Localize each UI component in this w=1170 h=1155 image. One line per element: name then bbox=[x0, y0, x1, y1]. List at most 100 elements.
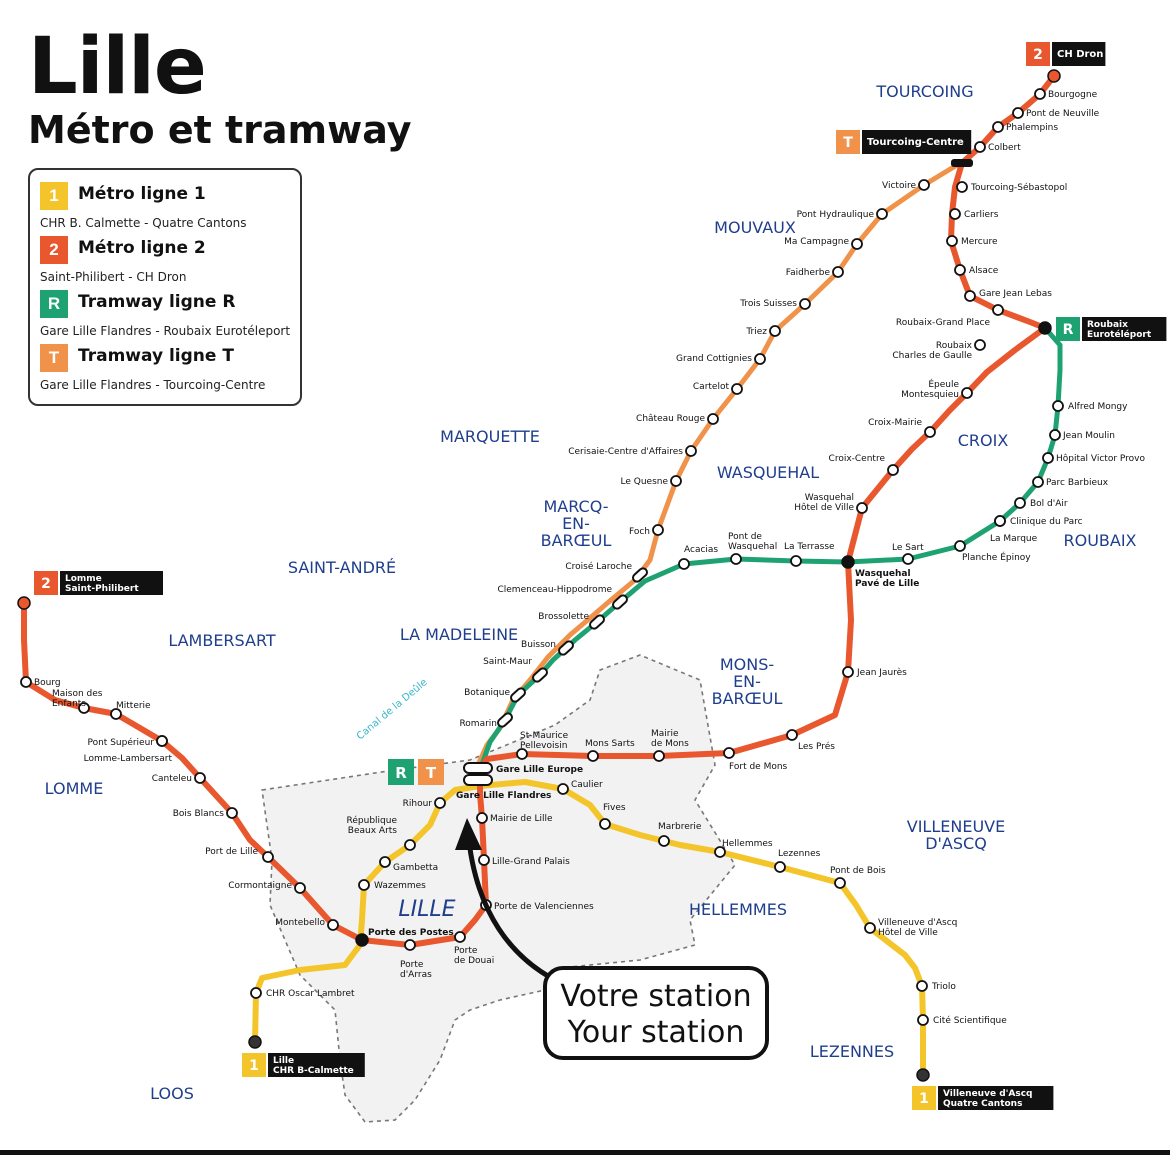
station-marbrerie-label: Marbrerie bbox=[658, 822, 702, 832]
station-ma-campagne-label: Ma Campagne bbox=[784, 237, 849, 247]
station-bourg-label: Bourg bbox=[34, 678, 61, 688]
station-fives-label: Fives bbox=[603, 803, 626, 813]
district-lezennes: LEZENNES bbox=[810, 1042, 894, 1061]
station-lille-grand-palais-marker bbox=[478, 854, 490, 866]
station-gambetta-marker bbox=[379, 856, 391, 868]
station-wasquehal-pave-de-lille-marker bbox=[841, 555, 855, 569]
station-tourcoing-centre-marker bbox=[951, 159, 973, 167]
station-colbert-label: Colbert bbox=[988, 143, 1021, 153]
line1-badge: 1 bbox=[40, 182, 68, 210]
station-parc-barbieux-marker bbox=[1032, 476, 1044, 488]
station-cerisaie-centre-d-affaires-marker bbox=[685, 445, 697, 457]
station-pont-de-neuville-label: Pont de Neuville bbox=[1026, 109, 1100, 119]
rt-badge-r bbox=[388, 759, 414, 785]
station-triez-label: Triez bbox=[745, 327, 767, 337]
station-mairie-de-lille-label: Mairie de Lille bbox=[490, 814, 553, 824]
station-botanique-label: Botanique bbox=[464, 688, 510, 698]
lille-city-area bbox=[261, 654, 736, 1123]
station-bourgogne-marker bbox=[1034, 88, 1046, 100]
station-buisson-label: Buisson bbox=[521, 640, 556, 650]
station-chr-oscar-lambret-label: CHR Oscar Lambret bbox=[266, 989, 355, 999]
station-lezennes-label: Lezennes bbox=[778, 849, 821, 859]
station-hopital-victor-provo-marker bbox=[1042, 452, 1054, 464]
station-clinique-du-parc-marker bbox=[994, 515, 1006, 527]
station-rihour-marker bbox=[434, 797, 446, 809]
station-les-pres-label: Les Prés bbox=[798, 741, 835, 752]
station-fort-de-mons-label: Fort de Mons bbox=[729, 762, 788, 772]
station-le-sart-marker bbox=[902, 553, 914, 565]
station-gare-lille-europe-marker bbox=[463, 762, 493, 774]
station-le-sart-label: Le Sart bbox=[892, 543, 924, 553]
legend-lineT-name: Tramway ligne T bbox=[78, 346, 234, 366]
legend-line1-name: Métro ligne 1 bbox=[78, 184, 206, 204]
station-marbrerie-marker bbox=[658, 835, 670, 847]
station-port-de-lille-label: Port de Lille bbox=[205, 847, 258, 857]
station-croix-centre-marker bbox=[887, 464, 899, 476]
station-les-pres-marker bbox=[786, 729, 798, 741]
legend-lineT-route: Gare Lille Flandres - Tourcoing-Centre bbox=[40, 378, 266, 392]
district-lambersart: LAMBERSART bbox=[168, 631, 276, 650]
district-hellemmes: HELLEMMES bbox=[689, 900, 787, 919]
station-lomme-lambersart-label: Lomme-Lambersart bbox=[84, 754, 173, 764]
station-roubaix-euroteleport-marker bbox=[1038, 321, 1052, 335]
station-villeneuve-d-ascq-quatre-cantons-marker bbox=[916, 1068, 930, 1082]
district-mons-en-bar-ul: MONS-EN-BARŒUL bbox=[712, 655, 783, 708]
station-lomme-saint-philibert-marker bbox=[17, 596, 31, 610]
line2-badge: 2 bbox=[40, 236, 68, 264]
station-parc-barbieux-label: Parc Barbieux bbox=[1046, 478, 1109, 488]
station-jean-jaures-marker bbox=[842, 666, 854, 678]
station-canteleu-label: Canteleu bbox=[152, 774, 192, 784]
terminal-tourcoing-centre-text: Tourcoing-Centre bbox=[867, 137, 964, 148]
station-porte-de-valenciennes-label: Porte de Valenciennes bbox=[494, 902, 594, 912]
legend-lineR-route: Gare Lille Flandres - Roubaix Eurotélepo… bbox=[40, 324, 291, 338]
station-chr-oscar-lambret-marker bbox=[250, 987, 262, 999]
rt-badge-t bbox=[418, 759, 444, 785]
station-cerisaie-centre-d-affaires-label: Cerisaie-Centre d'Affaires bbox=[568, 447, 683, 457]
station-porte-des-postes-marker bbox=[355, 933, 369, 947]
station-croise-laroche-marker bbox=[632, 567, 648, 583]
rt-badge-text-t: T bbox=[426, 764, 437, 782]
station-cite-scientifique-marker bbox=[917, 1014, 929, 1026]
terminal-lomme-saint-philibert-badge bbox=[34, 571, 58, 595]
station-mons-sarts-marker bbox=[587, 750, 599, 762]
station-hopital-victor-provo-label: Hôpital Victor Provo bbox=[1056, 453, 1146, 464]
station-chateau-rouge-label: Château Rouge bbox=[636, 414, 705, 424]
station-acacias-marker bbox=[678, 558, 690, 570]
map-title: Lille bbox=[28, 22, 207, 112]
station-chateau-rouge-marker bbox=[707, 413, 719, 425]
terminal-ch-dron-text: CH Dron bbox=[1057, 49, 1103, 60]
terminal-ch-dron-badge-text: 2 bbox=[1033, 47, 1043, 63]
station-carliers-label: Carliers bbox=[964, 210, 999, 220]
district-marcq-en-bar-ul: MARCQ-EN-BARŒUL bbox=[541, 497, 612, 550]
station-bol-d-air-label: Bol d'Air bbox=[1030, 499, 1068, 509]
station-mitterie-label: Mitterie bbox=[116, 701, 151, 711]
district-lomme: LOMME bbox=[45, 779, 104, 798]
station-porte-d-arras-marker bbox=[404, 939, 416, 951]
station-croix-mairie-marker bbox=[924, 426, 936, 438]
station-ma-campagne-marker bbox=[851, 238, 863, 250]
station-triez-marker bbox=[769, 325, 781, 337]
station-clemenceau-hippodrome-label: Clemenceau-Hippodrome bbox=[497, 585, 612, 595]
stations-layer bbox=[17, 69, 1064, 1082]
district-la-madeleine: LA MADELEINE bbox=[400, 625, 518, 644]
legend-box: 1 Métro ligne 1 CHR B. Calmette - Quatre… bbox=[28, 168, 302, 406]
legend-line1-route: CHR B. Calmette - Quatre Cantons bbox=[40, 216, 247, 230]
callout-text-fr: Votre station bbox=[560, 979, 751, 1014]
station-roubaix-charles-de-gaulle-marker bbox=[974, 339, 986, 351]
station-bourgogne-label: Bourgogne bbox=[1048, 90, 1098, 100]
station-faidherbe-marker bbox=[832, 266, 844, 278]
station-alfred-mongy-label: Alfred Mongy bbox=[1068, 402, 1128, 412]
station-cartelot-marker bbox=[731, 383, 743, 395]
station-roubaix-grand-place-label: Roubaix-Grand Place bbox=[896, 318, 991, 328]
terminal-roubaix-euroteleport-plate bbox=[1082, 317, 1167, 341]
station-victoire-label: Victoire bbox=[882, 181, 916, 191]
